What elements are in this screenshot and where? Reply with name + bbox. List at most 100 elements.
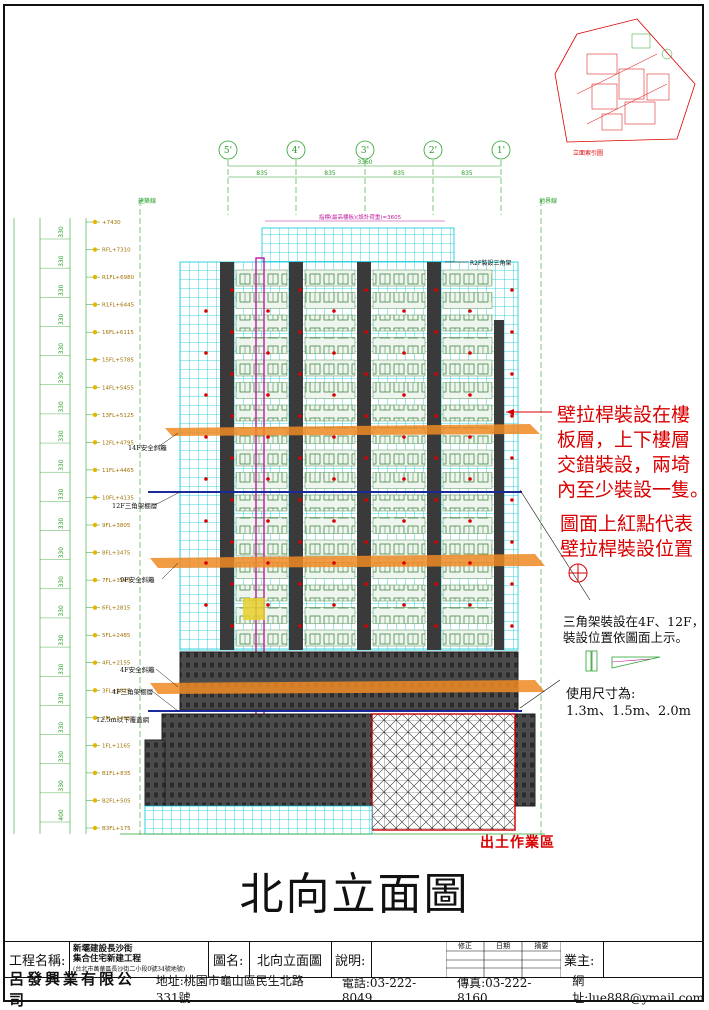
bay-dimension: 835 (256, 170, 268, 177)
revision-table: 修正 日期 摘要 (446, 942, 561, 977)
vertical-dimension-label: 400 (58, 809, 65, 821)
annotation: 4F安全斜籬 (120, 665, 155, 674)
bay-dimension: 835 (461, 170, 473, 177)
vertical-dimension-label: 330 (58, 430, 65, 442)
note-line: 壁拉桿裝設在樓 (557, 404, 691, 426)
vertical-dimension-label: 330 (58, 488, 65, 500)
note-line: 內至少裝設一隻。 (557, 479, 709, 501)
vertical-dimension-label: 330 (58, 605, 65, 617)
floor-level-label: 7FL+3145 (102, 578, 131, 584)
sheet-border (3, 4, 704, 1002)
excavation-zone (371, 713, 516, 831)
top-dimension-label: 指標(最高樓板)(設計荷重)=3605 (319, 213, 402, 221)
company-row: 呂發興業有限公司 地址:桃園市龜山區民生北路331號 電話:03-222-804… (5, 970, 704, 1009)
vertical-dimension-label: 330 (58, 780, 65, 792)
drawing-name: 北向立面圖 (257, 954, 323, 969)
vertical-dimension-label: 330 (58, 634, 65, 646)
podium-net-lower-left (161, 713, 373, 807)
annotation: 14F安全斜籬 (128, 443, 167, 452)
drawing-title: 北向立面圖 (239, 869, 470, 920)
revision-header: 日期 (496, 942, 510, 950)
note-line: 裝設位置依圖面上示。 (563, 630, 689, 645)
note-line: 交錯裝設，兩埼 (557, 454, 691, 476)
floor-level-label: RFL+7310 (102, 248, 131, 254)
excavation-label: 出土作業區 (480, 835, 555, 851)
grid-axis-label: 3' (361, 146, 369, 156)
vertical-dimension-label: 330 (58, 576, 65, 588)
company-name: 呂發興業有限公司 (9, 970, 136, 1009)
grid-axis-label: 4' (292, 146, 300, 156)
floor-level-label: 12FL+4795 (102, 440, 134, 446)
grid-axis-label: 5' (224, 146, 232, 156)
note-line: 壁拉桿裝設位置 (560, 538, 694, 560)
vertical-dimension-label: 330 (58, 343, 65, 355)
note-line: 圖面上紅點代表 (560, 513, 694, 535)
annotation: 12F三角架棚層 (112, 501, 157, 510)
floor-level-label: 10FL+4135 (102, 495, 134, 501)
company-address: 地址:桃園市龜山區民生北路331號 (155, 974, 304, 1005)
floor-level-label: B1FL+835 (102, 771, 131, 777)
podium-net-side (144, 739, 166, 807)
project-line: 新壩建設長沙街 (73, 944, 133, 954)
title-block-row: 工程名稱: 新壩建設長沙街 集合住宅新建工程 (台北市萬華區長沙街二小段0號34… (5, 941, 704, 978)
floor-level-label: 8FL+3475 (102, 551, 131, 557)
note-line: 板層，上下樓層 (557, 429, 691, 451)
vertical-dimension-label: 330 (58, 751, 65, 763)
vertical-dimension-label: 330 (58, 255, 65, 267)
revision-header: 修正 (458, 942, 472, 950)
vertical-dimension-label: 330 (58, 692, 65, 704)
tie-rod-dots (204, 288, 514, 628)
floor-level-label: B3FL+175 (102, 826, 131, 832)
note-line: 使用尺寸為: (566, 687, 636, 702)
tie-rod-note: 壁拉桿裝設在樓 板層，上下樓層 交錯裝設，兩埼 內至少裝設一隻。 (557, 403, 709, 503)
vertical-dimension-label: 330 (58, 518, 65, 530)
floor-level-label: B2FL+505 (102, 798, 131, 804)
floor-level-label: R1FL+6445 (102, 303, 135, 309)
drawing-name-label: 圖名: (213, 954, 244, 969)
left-boundary-label: 建築線 (138, 197, 156, 205)
window-bands (235, 269, 493, 647)
floor-level-label: +7430 (102, 220, 121, 226)
size-note: 使用尺寸為: 1.3m、1.5m、2.0m (566, 686, 691, 720)
note-line: 1.3m、1.5m、2.0m (566, 704, 692, 719)
floor-level-label: 2FL+1495 (102, 716, 131, 722)
bracket-floor-lines (148, 491, 522, 712)
company-phone: 電話:03-222-8049 (341, 975, 417, 1005)
vertical-dimension-label: 330 (58, 547, 65, 559)
hoist-cage (243, 598, 265, 620)
floor-level-label: 13FL+5125 (102, 413, 134, 419)
owner-label: 業主: (564, 954, 595, 969)
company-fax: 傳真:03-222-8160 (457, 975, 532, 1005)
grid-axis-label: 1' (497, 146, 505, 156)
podium-net-lower-right (514, 713, 536, 807)
revision-header: 摘要 (534, 942, 549, 950)
right-boundary-label: 地界線 (539, 197, 557, 205)
vertical-dimension-label: 330 (58, 401, 65, 413)
project-line: 集合住宅新建工程 (73, 954, 142, 964)
floor-level-label: 1FL+1165 (102, 743, 131, 749)
key-plan (554, 18, 696, 143)
structural-columns (220, 262, 504, 650)
bracket-note: 三角架裝設在4F、12F， 裝設位置依圖面上示。 (563, 614, 704, 646)
vertical-dimension-label: 330 (58, 372, 65, 384)
roof-scaffold (261, 227, 455, 264)
bay-dimension: 835 (393, 170, 405, 177)
north-elevation-drawing: 5' 4' 3' 2' 1' 3360 835 835 835 835 建築線 … (13, 140, 661, 835)
safety-catch-fans (150, 424, 545, 694)
note-line: 三角架裝設在4F、12F， (563, 614, 705, 629)
project-address: (台北市萬華區長沙街二小段0號34號地號) (73, 966, 186, 973)
vertical-dimension-label: 330 (58, 663, 65, 675)
floor-level-label: 11FL+4465 (102, 468, 134, 474)
bracket-sketch (585, 650, 661, 672)
annotation: 12.5m以下覆蓋網 (96, 715, 150, 724)
project-label: 工程名稱: (9, 954, 66, 969)
roof-bracket-label: R2F裝設三角架 (470, 259, 511, 267)
floor-level-label: 16FL+6115 (102, 330, 134, 336)
floor-level-label: R1FL+6980 (102, 275, 135, 281)
grid-axis-label: 2' (429, 146, 437, 156)
bay-dimension: 835 (324, 170, 336, 177)
floor-level-label: 9FL+3805 (102, 523, 131, 529)
annotation: 9F安全斜籬 (120, 575, 155, 584)
